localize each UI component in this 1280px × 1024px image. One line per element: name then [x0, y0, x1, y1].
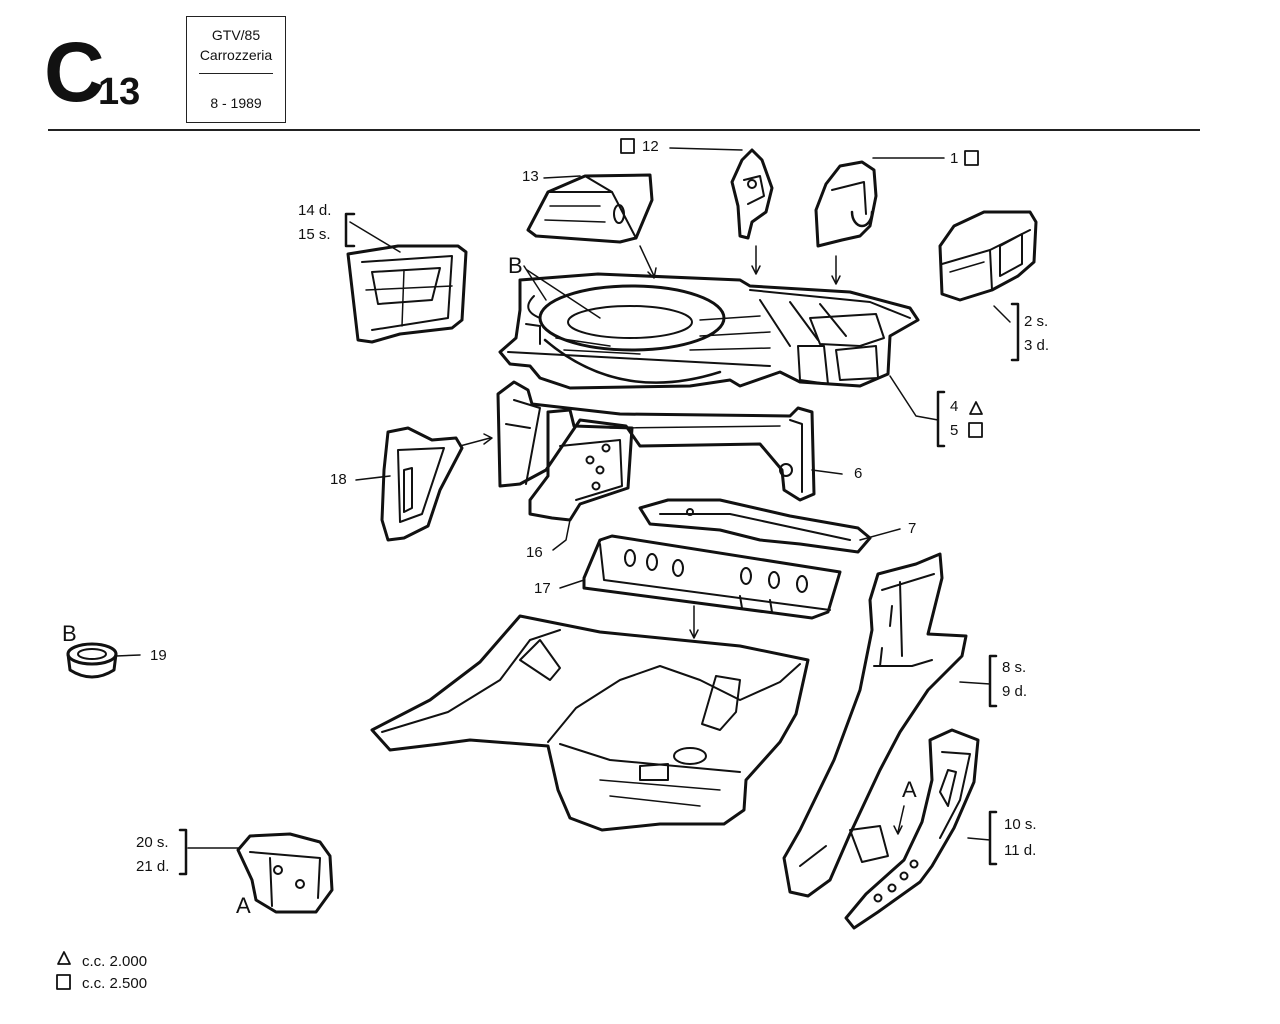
part-16-bracket: [528, 408, 634, 522]
callout-7: 7: [908, 520, 917, 537]
callout-4: 4: [950, 398, 959, 415]
part-19-grommet: [66, 642, 118, 679]
square-symbol-5: [968, 422, 983, 438]
part-12-bracket: [730, 148, 774, 240]
detail-letter-b-grommet: B: [62, 621, 77, 646]
callout-19: 19: [150, 647, 167, 664]
part-18-bracket: [380, 426, 464, 542]
detail-letter-a-rail: A: [902, 777, 917, 802]
legend-square-icon: [56, 974, 71, 990]
callout-14: 14 d.: [298, 202, 332, 219]
callout-8: 8 s.: [1002, 659, 1027, 676]
info-divider: [199, 73, 273, 74]
callout-5: 5: [950, 422, 959, 439]
section-number: 13: [98, 71, 141, 113]
detail-letter-b-main: B: [508, 253, 523, 278]
header-rule: [48, 129, 1200, 131]
callout-18: 18: [330, 471, 347, 488]
callout-10: 10 s.: [1004, 816, 1037, 833]
callout-symbols: [56, 138, 983, 990]
callout-20: 20 s.: [136, 834, 169, 851]
callout-6: 6: [854, 465, 863, 482]
callout-11: 11 d.: [1004, 842, 1037, 859]
part-10-11-lower-rail: [844, 728, 980, 930]
info-box: GTV/85 Carrozzeria 8 - 1989: [186, 16, 286, 123]
detail-letter-a-bracket: A: [236, 893, 251, 918]
legend-square-label: c.c. 2.500: [82, 975, 148, 992]
part-20-21-bracket: [236, 832, 334, 914]
callout-16: 16: [526, 544, 543, 561]
part-13-bracket: [526, 173, 654, 244]
callout-3: 3 d.: [1024, 337, 1050, 354]
section-name-label: Carrozzeria: [199, 47, 273, 63]
callout-12: 12: [642, 138, 659, 155]
leader-lines: [115, 147, 1011, 849]
part-17-beam: [582, 534, 842, 620]
part-1-bracket: [814, 160, 878, 248]
part-2-3-box-member: [938, 210, 1038, 302]
callout-17: 17: [534, 580, 551, 597]
part-8-9-side-member: [782, 552, 968, 898]
section-letter: C: [44, 25, 105, 119]
date-label: 8 - 1989: [210, 95, 262, 111]
callout-15: 15 s.: [298, 226, 331, 243]
callout-13: 13: [522, 168, 539, 185]
callout-2: 2 s.: [1024, 313, 1049, 330]
square-symbol-1: [964, 150, 979, 166]
triangle-symbol-4: [969, 401, 983, 415]
part-14-15-side-panel: [346, 244, 468, 344]
callout-1: 1: [950, 150, 959, 167]
legend-triangle-icon: [57, 951, 71, 965]
model-label: GTV/85: [211, 27, 261, 43]
part-7-rail: [638, 498, 872, 554]
callout-9: 9 d.: [1002, 683, 1028, 700]
square-symbol-12: [620, 138, 635, 154]
part-6-crossmember: [496, 380, 816, 502]
legend-triangle-label: c.c. 2.000: [82, 953, 148, 970]
rear-floor-pan: [370, 614, 810, 832]
callout-21: 21 d.: [136, 858, 170, 875]
pair-brackets: [178, 212, 1020, 876]
assembly-arrows: [459, 245, 905, 835]
main-floor-pan: [498, 272, 920, 390]
